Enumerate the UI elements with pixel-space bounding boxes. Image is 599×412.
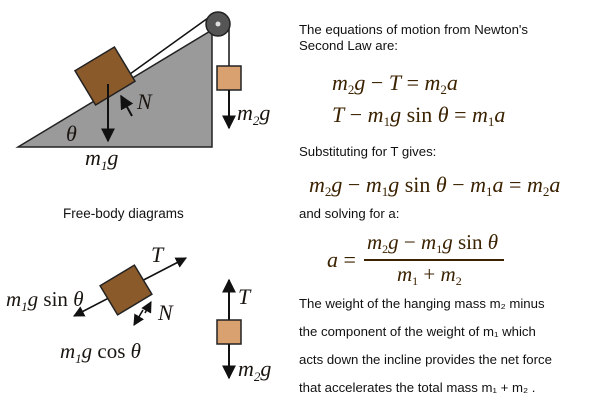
fraction-bar: [364, 259, 504, 261]
equation-4-lhs: a =: [327, 247, 356, 272]
intro-line-1: The equations of motion from Newton's: [299, 22, 529, 37]
pulley-axle: [215, 21, 221, 27]
solving-text: and solving for a:: [299, 206, 400, 221]
rope-incline: [129, 17, 209, 75]
fbd-label-m1g-cos: m1g cos θ: [60, 339, 141, 366]
diagram-canvas: N θ m1g m2g Free-body diagrams T m1g sin…: [6, 11, 271, 384]
label-normal: N: [136, 89, 153, 114]
fbd-block-m2: [216, 319, 242, 345]
fbd-label-normal: N: [157, 300, 174, 325]
fbd-label-tension: T: [151, 242, 165, 267]
conclusion-line-2: the component of the weight of m₁ which: [299, 324, 536, 339]
conclusion-line-4: that accelerates the total mass m₁ + m₂ …: [299, 380, 536, 395]
fbd-label-m1g-sin: m1g sin θ: [6, 287, 84, 314]
fbd-label-tension-m2: T: [238, 284, 252, 309]
equation-1: m2g − T = m2a: [332, 70, 458, 97]
intro-line-2: Second Law are:: [299, 38, 398, 53]
equation-3: m2g − m1g sin θ − m1a = m2a: [309, 172, 561, 199]
block-m1: [73, 45, 137, 107]
label-m2g-top: m2g: [237, 100, 270, 128]
fbd-arrow-cos: [133, 309, 144, 326]
fbd-block-m1: [99, 264, 153, 316]
label-theta: θ: [66, 121, 77, 146]
equation-4-numerator: m2g − m1g sin θ: [367, 230, 499, 256]
conclusion-line-3: acts down the incline provides the net f…: [299, 352, 552, 367]
fbd-arrow-normal: [141, 301, 152, 314]
equation-2: T − m1g sin θ = m1a: [332, 102, 506, 129]
substituting-text: Substituting for T gives:: [299, 144, 437, 159]
arrow-normal: [120, 94, 134, 117]
label-m1g: m1g: [85, 145, 118, 173]
fbd-label-m2g: m2g: [238, 356, 271, 384]
free-body-caption: Free-body diagrams: [63, 206, 184, 221]
block-m2-hanging: [216, 65, 242, 91]
conclusion-line-1: The weight of the hanging mass m₂ minus: [299, 296, 545, 311]
equation-4-denominator: m1 + m2: [397, 262, 462, 288]
